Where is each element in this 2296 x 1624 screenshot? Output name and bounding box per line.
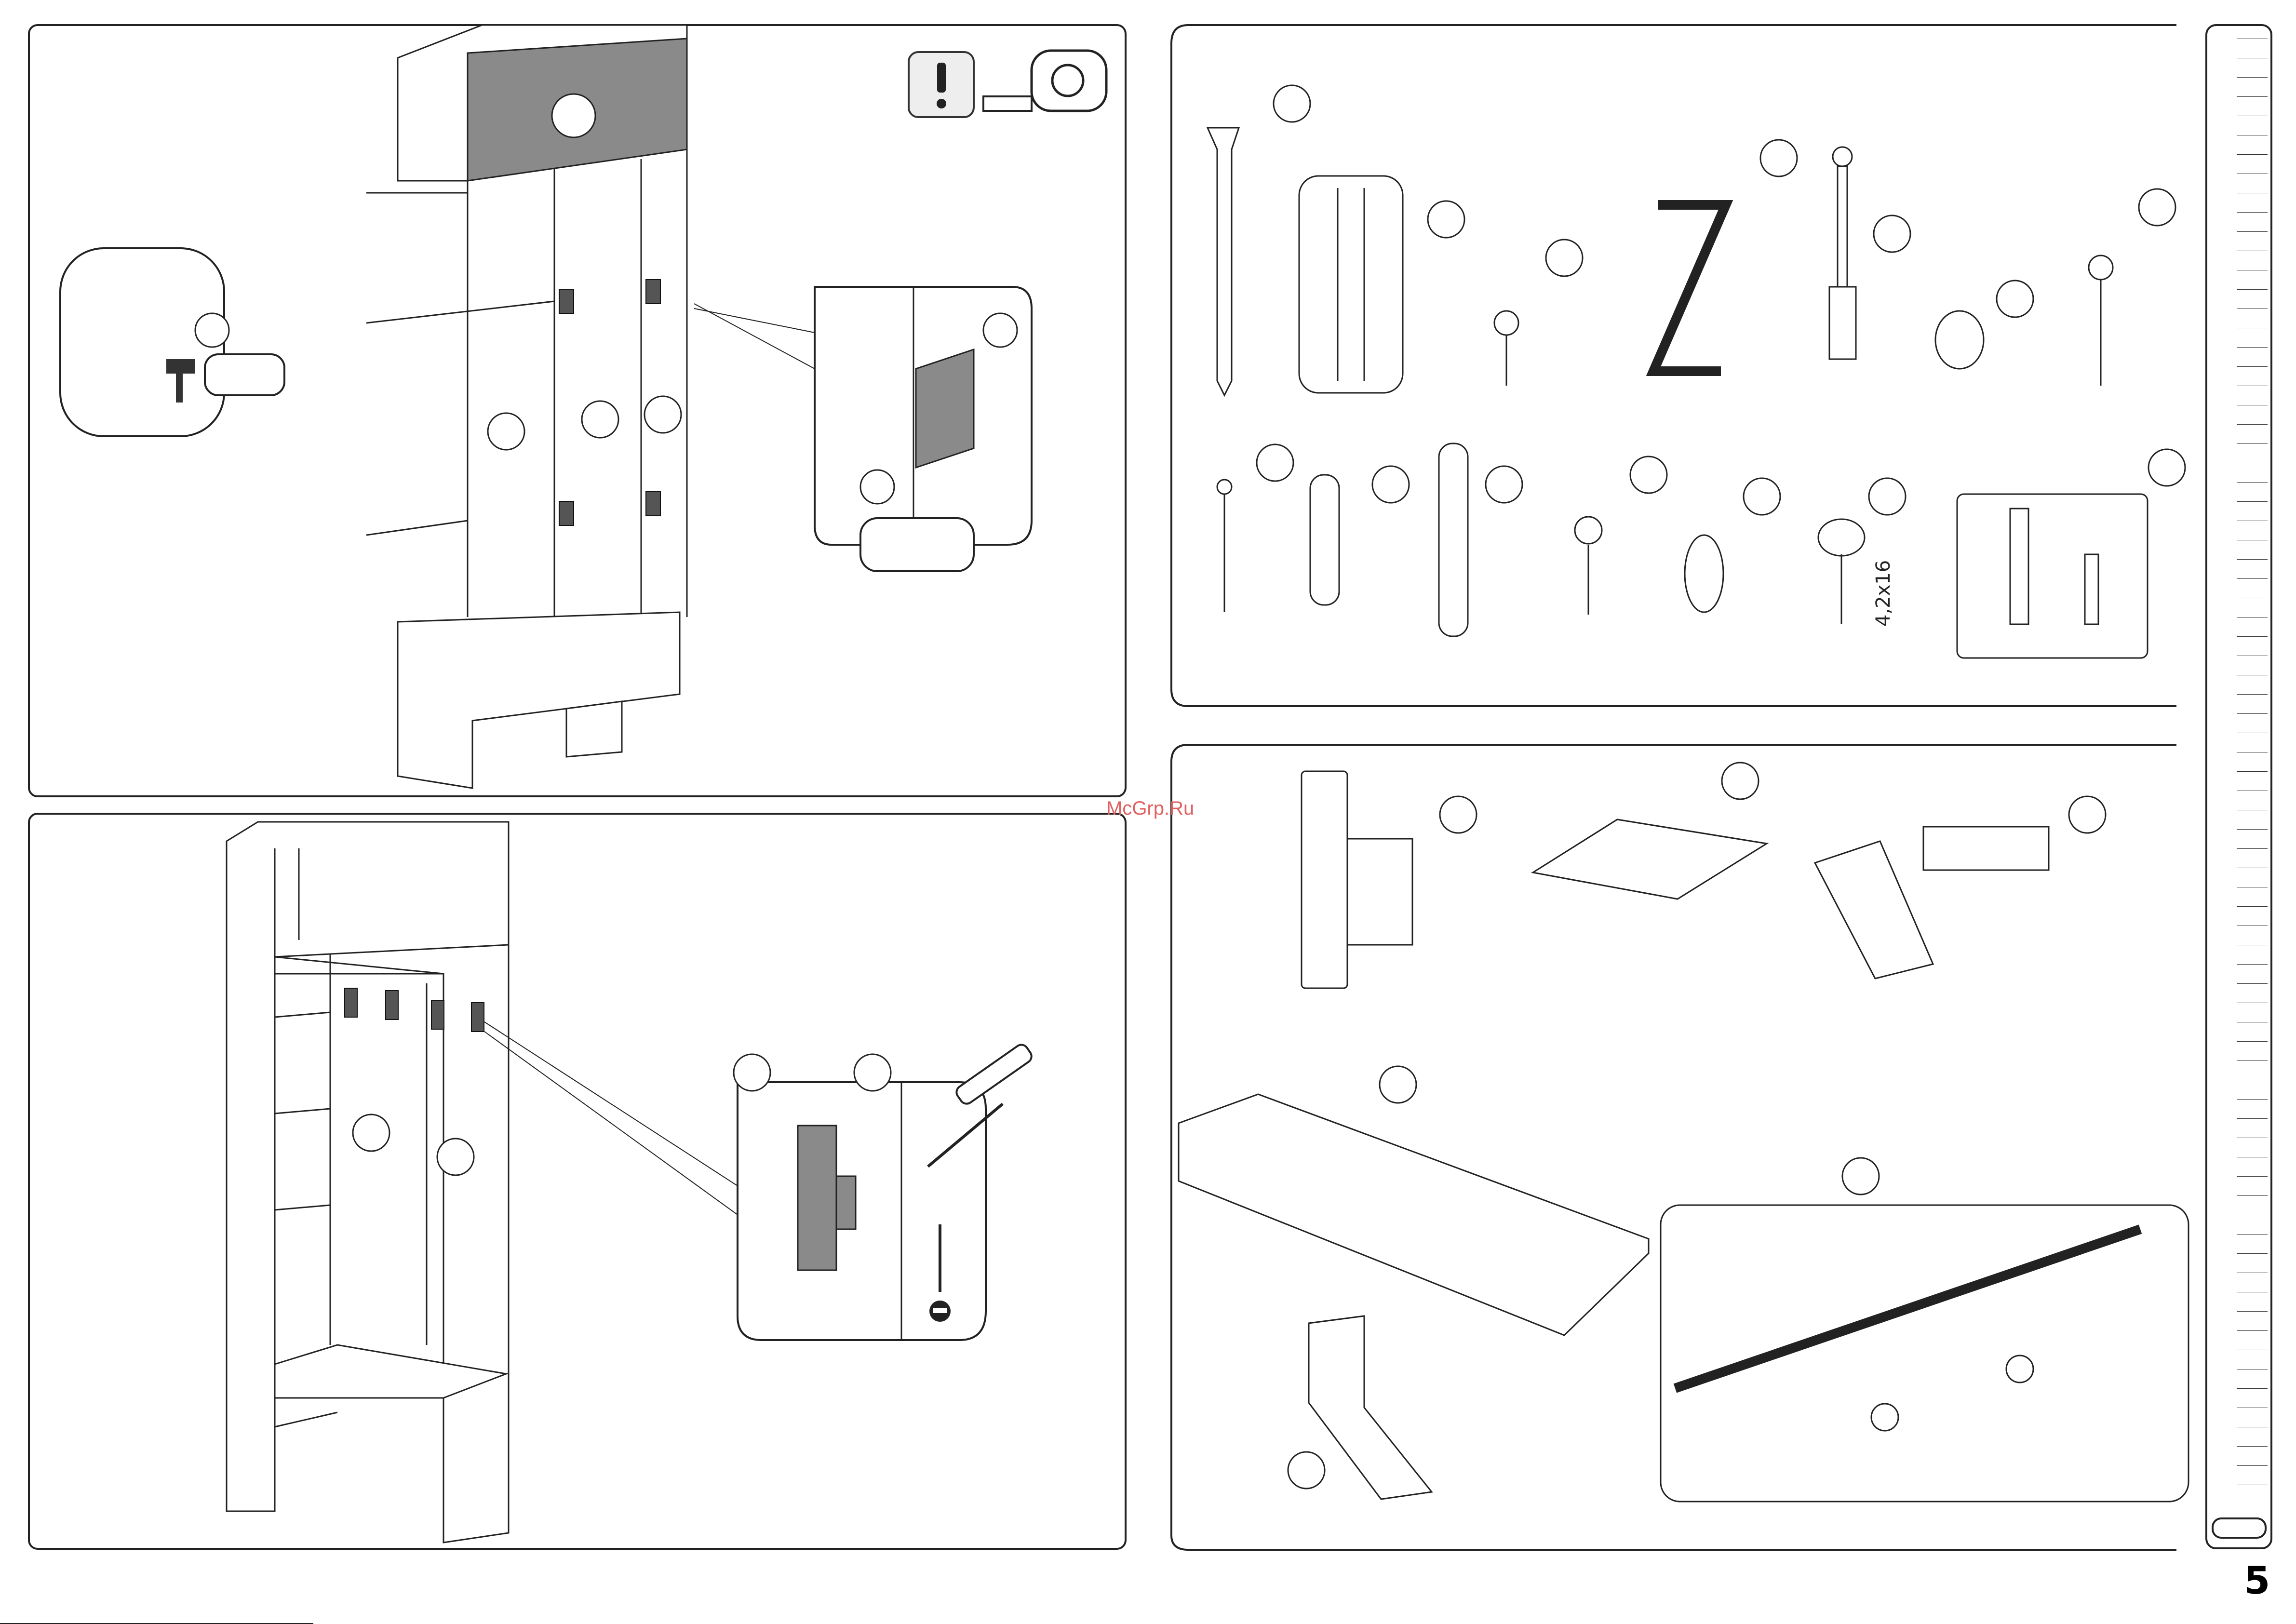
exclamation-icon (937, 63, 946, 108)
hardware-legend-bottom (1171, 745, 2189, 1550)
hammer-detail (60, 248, 284, 436)
nail (1217, 444, 1293, 612)
ruler (2206, 25, 2271, 1548)
furniture-hinge (1815, 796, 2106, 979)
tape-measure-icon (983, 51, 1106, 111)
hallway-unit-drawing (227, 822, 509, 1543)
long-wood-screw (2089, 189, 2175, 386)
small-screw-2 (1575, 456, 1667, 615)
angle-bracket (1288, 1316, 1432, 1499)
confirmat-screw (1208, 85, 1310, 395)
small-screw-1 (1494, 240, 1583, 386)
bolt-set-box (1957, 449, 2185, 658)
washer (1685, 478, 1780, 612)
warning-tool-badge (909, 51, 1106, 117)
bracket-detail (694, 287, 1032, 571)
hex-key (1653, 140, 1797, 371)
coat-hook (1302, 771, 1477, 988)
bracket-plate (1299, 176, 1464, 393)
step-panel-top-left (29, 25, 1126, 796)
washer-head-screw: 4,2x16 (1818, 478, 1906, 627)
mounting-plate (1533, 763, 1767, 899)
page-number: 5 (2244, 1559, 2270, 1603)
cam-lock (1935, 281, 2033, 369)
short-dowel (1310, 466, 1409, 605)
wardrobe-drawing (366, 25, 687, 788)
aluminium-profile (1179, 1066, 1649, 1335)
watermark: McGrp.Ru (1106, 798, 1194, 819)
gas-lift-box (1661, 1158, 2189, 1502)
long-dowel (1439, 443, 1522, 636)
hook-detail (484, 1022, 1034, 1340)
mounting-brackets (559, 280, 660, 525)
screw-size-label: 4,2x16 (1872, 560, 1894, 627)
step-panel-bottom-left (29, 814, 1126, 1549)
cam-bolt (1829, 147, 1910, 359)
hardware-legend-top: 4,2x16 (1171, 25, 2185, 706)
